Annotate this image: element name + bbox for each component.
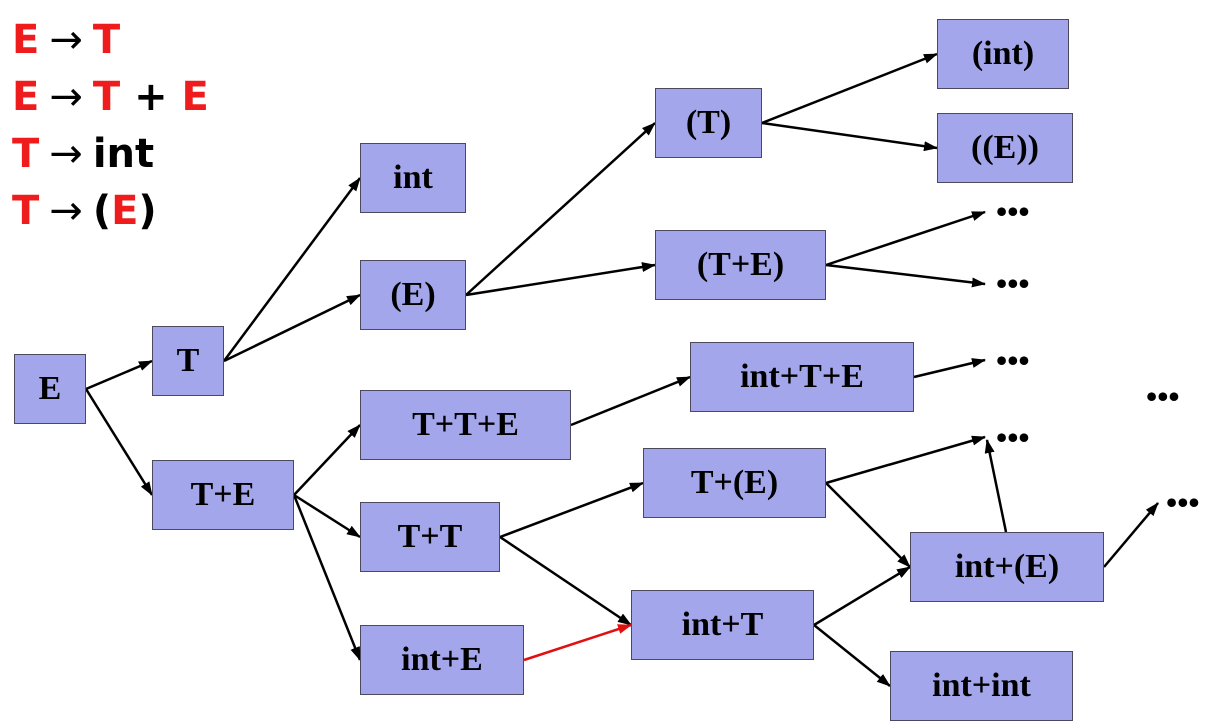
edge-parE-parTpE	[465, 262, 656, 297]
node-paren-int: (int)	[937, 19, 1069, 89]
ellipsis-4: •••	[996, 419, 1030, 455]
node-T-plus-T: T+T	[360, 502, 500, 572]
edge-TpT-intpT	[499, 535, 632, 627]
rule-rhs-part: int	[92, 131, 155, 177]
edge-intpTpE-dots3	[913, 358, 986, 379]
rule-lhs: E	[12, 17, 40, 63]
rule-rhs-part: T	[92, 74, 121, 120]
node-int-plus-T-plus-E: int+T+E	[690, 342, 914, 412]
ellipsis-1: •••	[996, 193, 1030, 229]
edge-Tpar-dots4	[825, 435, 986, 485]
node-int-plus-paren-E: int+(E)	[910, 532, 1104, 602]
node-double-paren-E: ((E))	[937, 113, 1073, 183]
edge-parE-parT	[465, 122, 656, 296]
rule-rhs-part: +	[120, 74, 182, 120]
rule-arrow: →	[49, 74, 83, 120]
edge-intppar-dots6	[1103, 502, 1159, 568]
edge-parT-parparE	[761, 121, 938, 152]
edge-TpE-intpE	[292, 494, 362, 661]
edge-TpT-Tpar	[499, 481, 644, 539]
edge-TpE-TpT	[293, 493, 361, 539]
rule-lhs: E	[12, 74, 40, 120]
edge-intpT-intpint	[813, 624, 891, 687]
rule-lhs: T	[12, 131, 40, 177]
edge-TpTpE-intpTpE	[570, 375, 691, 427]
edge-parTpE-dots2	[825, 263, 986, 288]
ellipsis-6: •••	[1166, 484, 1200, 520]
grammar-rule-4: T→(E)	[12, 188, 157, 234]
node-T-plus-T-plus-E: T+T+E	[360, 390, 571, 460]
node-T-plus-E: T+E	[152, 460, 294, 530]
node-T: T	[152, 326, 224, 396]
node-int-plus-int: int+int	[890, 651, 1073, 721]
grammar-rule-2: E→T + E	[12, 74, 209, 120]
rule-arrow: →	[49, 131, 83, 177]
ellipsis-2: •••	[996, 265, 1030, 301]
edge-T-parE	[223, 293, 361, 363]
grammar-rule-1: E→T	[12, 17, 120, 63]
edge-Tpar-intppar	[825, 482, 911, 568]
edge-E-T	[85, 359, 153, 391]
ellipsis-3: •••	[996, 342, 1030, 378]
node-int-plus-E: int+E	[360, 625, 524, 695]
node-paren-T-plus-E: (T+E)	[655, 230, 826, 300]
edge-T-int	[222, 177, 362, 362]
edge-E-TpE	[84, 388, 154, 496]
edge-parT-parint	[761, 52, 938, 125]
edge-intppar-dots4	[984, 439, 1008, 533]
rule-rhs-part: E	[111, 188, 139, 234]
edge-TpE-TpTpE	[293, 424, 361, 496]
rule-arrow: →	[49, 188, 83, 234]
node-int-plus-T: int+T	[631, 590, 814, 660]
node-paren-T: (T)	[655, 88, 762, 158]
edge-intpE-intpT-highlight	[523, 623, 632, 662]
rule-lhs: T	[12, 188, 40, 234]
rule-arrow: →	[49, 17, 83, 63]
edge-parTpE-dots1	[825, 210, 986, 267]
node-E: E	[14, 354, 86, 424]
rule-rhs-part: (	[92, 188, 112, 234]
rule-rhs-part: )	[138, 188, 157, 234]
grammar-rule-3: T→int	[12, 131, 154, 177]
rule-rhs-part: E	[181, 74, 209, 120]
rule-rhs-part: T	[92, 17, 121, 63]
node-paren-E: (E)	[360, 260, 466, 330]
ellipsis-5: •••	[1146, 378, 1180, 414]
node-int: int	[360, 143, 466, 213]
edge-intpT-intppar	[813, 565, 911, 627]
node-T-plus-paren-E: T+(E)	[643, 448, 826, 518]
